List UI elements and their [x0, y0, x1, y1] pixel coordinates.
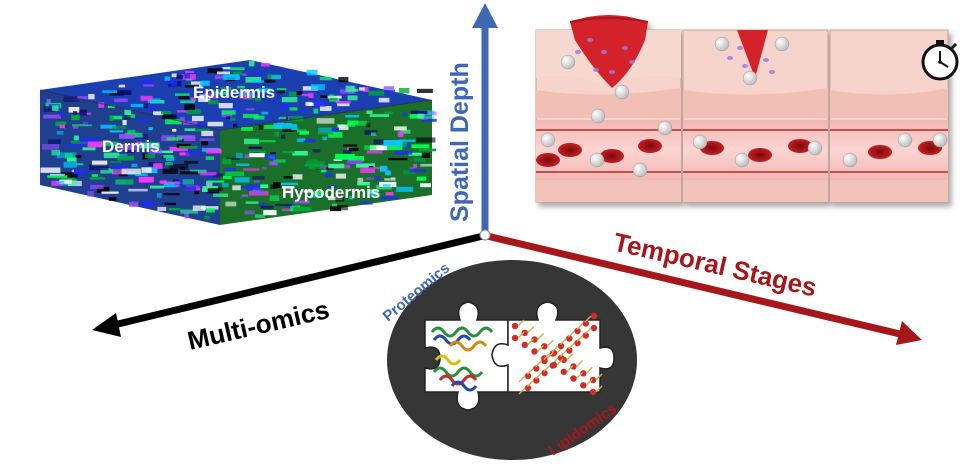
- stopwatch-icon: [921, 40, 959, 81]
- temporal-stages-arrowhead: [896, 321, 922, 345]
- wound-healing-panels: [535, 15, 949, 203]
- spatial-depth-label: Spatial Depth: [446, 62, 474, 222]
- lipid-bilayer-icon: [511, 312, 603, 396]
- dermis-label: Dermis: [102, 137, 160, 156]
- protein-structure-icon: [430, 326, 494, 392]
- puzzle-pieces-icon: [387, 260, 637, 460]
- wound-panel-mid: [682, 29, 829, 203]
- temporal-stages-axis: [486, 232, 901, 338]
- axes: [92, 3, 922, 345]
- multi-omics-axis: [117, 232, 484, 328]
- spatial-depth-arrowhead: [472, 3, 498, 28]
- multi-omics-arrowhead: [92, 313, 121, 337]
- skin-layer-stack: Epidermis Dermis Hypodermis: [39, 60, 440, 225]
- hypodermis-label: Hypodermis: [282, 183, 380, 202]
- epidermis-label: Epidermis: [193, 83, 275, 102]
- wound-panel-early: [535, 15, 682, 203]
